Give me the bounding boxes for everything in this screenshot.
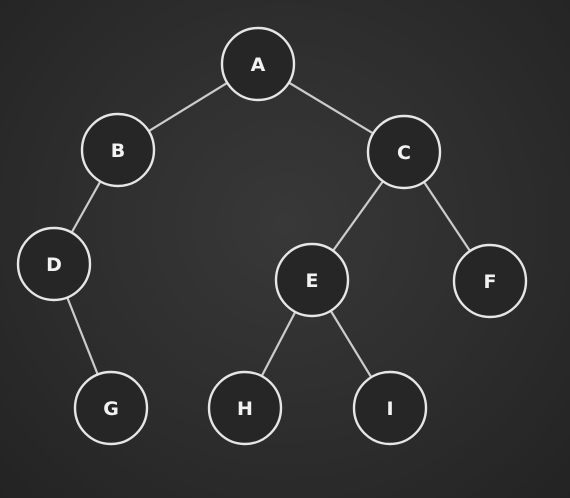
node-circle-b (80, 112, 156, 188)
node-circle-f (452, 243, 528, 319)
tree-node-d: D (16, 226, 92, 302)
tree-node-a: A (220, 26, 296, 102)
node-circle-i (352, 370, 428, 446)
tree-node-c: C (366, 114, 442, 190)
node-label-h: H (237, 398, 253, 420)
node-circle-c (366, 114, 442, 190)
node-circle-g (73, 370, 149, 446)
tree-node-h: H (207, 370, 283, 446)
node-label-i: I (386, 398, 393, 420)
node-label-b: B (111, 140, 125, 162)
tree-node-i: I (352, 370, 428, 446)
node-label-f: F (484, 271, 497, 293)
nodes-layer: A B C D E F G H I (16, 26, 528, 446)
node-circle-a (220, 26, 296, 102)
node-circle-d (16, 226, 92, 302)
node-label-e: E (306, 270, 319, 292)
node-label-a: A (251, 54, 266, 76)
node-circle-h (207, 370, 283, 446)
node-label-c: C (397, 142, 411, 164)
node-circle-e (274, 242, 350, 318)
tree-node-b: B (80, 112, 156, 188)
tree-node-e: E (274, 242, 350, 318)
node-label-g: G (103, 398, 119, 420)
tree-node-g: G (73, 370, 149, 446)
tree-node-f: F (452, 243, 528, 319)
node-label-d: D (46, 254, 62, 276)
